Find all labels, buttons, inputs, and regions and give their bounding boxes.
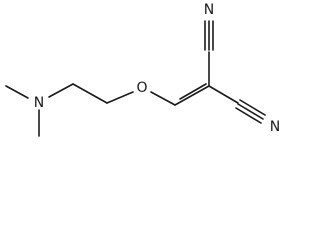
atom-label-nitrile-nitrogen-right: N <box>270 119 280 135</box>
bond-n-ch2 <box>48 83 74 98</box>
chemical-structure-diagram: N O N N <box>5 2 280 137</box>
bond-nitrile-right-triple-center <box>237 103 264 120</box>
bond-vinyl-double-inner <box>179 83 207 100</box>
atom-label-nitrile-nitrogen-top: N <box>204 2 214 18</box>
bond-c-cn-right <box>208 85 239 104</box>
bond-ch2-ch2 <box>72 83 108 104</box>
bond-methyl-n-upper <box>5 85 29 99</box>
atom-label-ether-oxygen: O <box>136 80 147 96</box>
bond-o-vinyl-carbon <box>150 91 176 106</box>
bond-vinyl-double-outer <box>174 85 210 106</box>
atom-label-amine-nitrogen: N <box>34 95 44 111</box>
bond-nitrile-right-triple-upper <box>239 99 266 116</box>
bond-ch2-o <box>106 91 134 104</box>
bond-nitrile-right-triple-lower <box>235 107 262 124</box>
